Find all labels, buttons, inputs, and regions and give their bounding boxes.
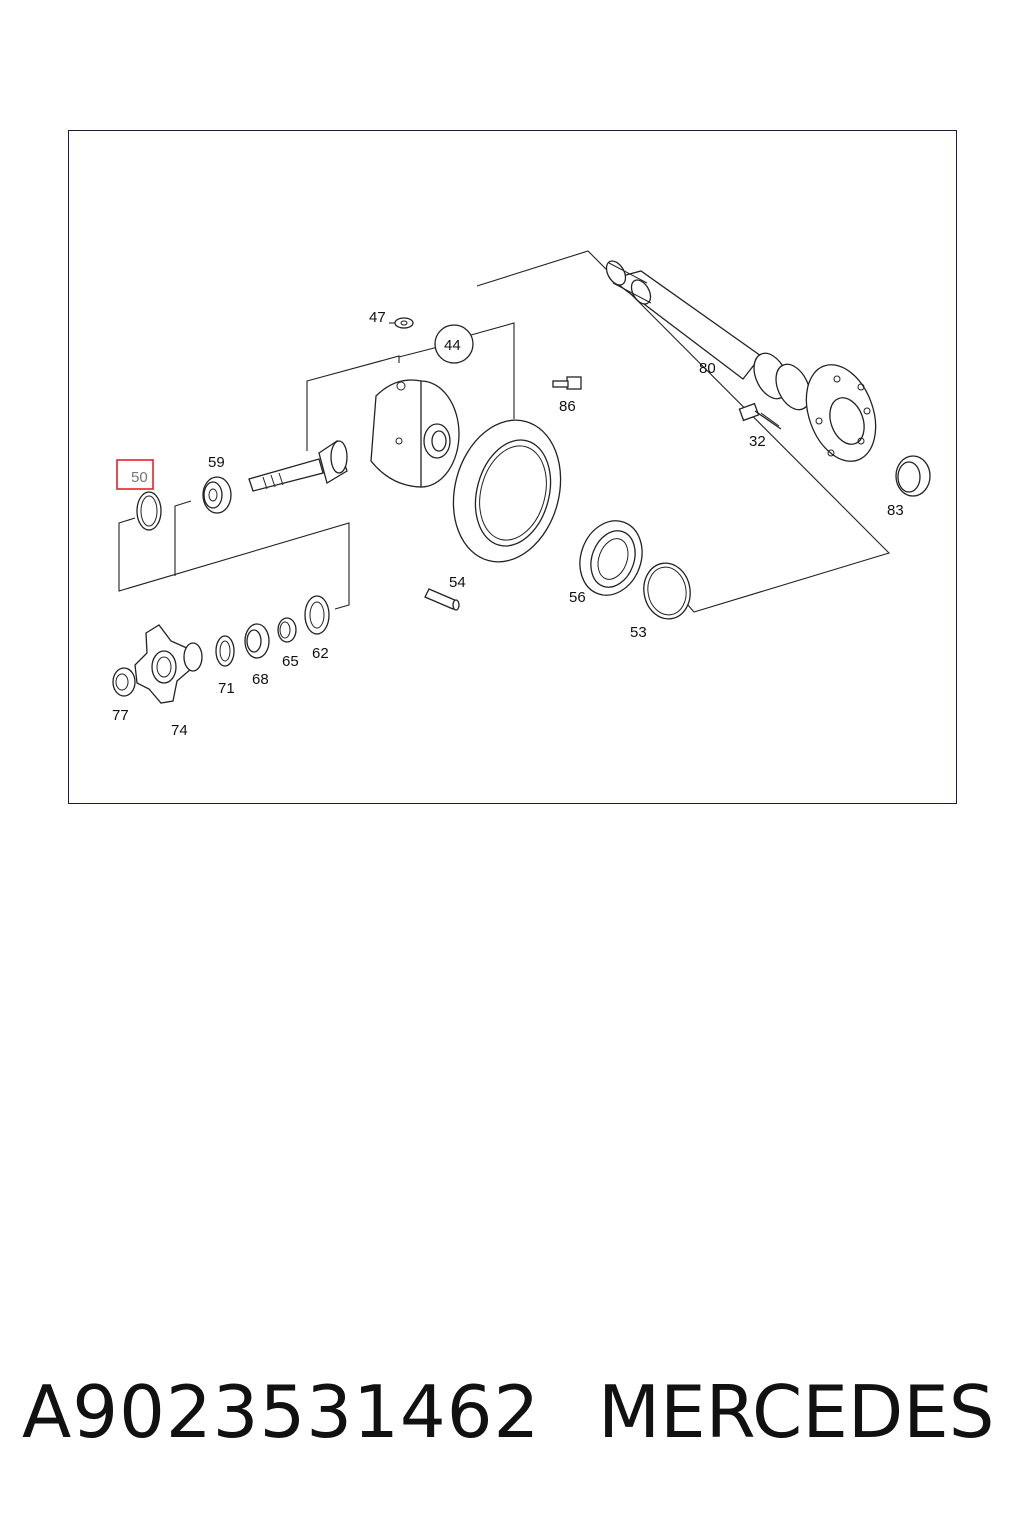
brand-name: MERCEDES [598, 1370, 995, 1454]
callout-label-54: 54 [449, 574, 466, 591]
highlight-box-50 [116, 459, 154, 490]
nut-part-77 [112, 667, 136, 697]
ring-gear [452, 419, 562, 563]
group-line-axle [476, 250, 891, 613]
callout-label-62: 62 [312, 645, 329, 662]
group-line-44 [306, 355, 400, 451]
washer-part-47 [394, 317, 414, 329]
differential-housing-part-44 [370, 379, 460, 488]
axle-shaft-part-80 [605, 260, 877, 462]
callout-label-77: 77 [112, 707, 129, 724]
callout-label-65: 65 [282, 653, 299, 670]
bearing-part-68 [244, 623, 270, 659]
callout-label-47: 47 [369, 309, 386, 326]
bolt-part-32 [738, 402, 782, 430]
callout-label-83: 83 [887, 502, 904, 519]
ring-part-71 [215, 635, 235, 667]
callout-label-53: 53 [630, 624, 647, 641]
callout-circle-44 [434, 324, 474, 364]
seal-ring-part-53 [643, 562, 691, 620]
bolt-part-86 [552, 376, 582, 390]
callout-label-32: 32 [749, 433, 766, 450]
pinion-shaft [248, 439, 348, 492]
shim-ring-part-50 [136, 491, 162, 531]
product-caption: A9023531462 MERCEDES [0, 1370, 1024, 1470]
flange-part-74 [134, 624, 203, 704]
bearing-part-59 [202, 476, 232, 514]
bushing-part-83 [895, 455, 931, 497]
callout-label-59: 59 [208, 454, 225, 471]
callout-label-71: 71 [218, 680, 235, 697]
part-number: A9023531462 [22, 1370, 541, 1454]
leader-44-left [398, 346, 439, 358]
leader-44-right [470, 322, 515, 419]
callout-label-68: 68 [252, 671, 269, 688]
bearing-part-56 [579, 520, 643, 596]
callout-label-56: 56 [569, 589, 586, 606]
seal-part-62 [304, 595, 330, 635]
spacer-part-65 [277, 617, 297, 643]
callout-label-80: 80 [699, 360, 716, 377]
parts-diagram-frame: 47 44 80 86 32 83 50 59 54 56 53 62 65 6… [68, 130, 957, 804]
callout-label-50: 50 [131, 469, 148, 486]
group-line-pinion [118, 517, 350, 610]
pin-part-54 [424, 588, 460, 611]
leader-59 [174, 500, 192, 576]
callout-label-74: 74 [171, 722, 188, 739]
callout-label-44: 44 [444, 337, 461, 354]
callout-label-86: 86 [559, 398, 576, 415]
exploded-parts-diagram: 47 44 80 86 32 83 50 59 54 56 53 62 65 6… [112, 250, 931, 739]
